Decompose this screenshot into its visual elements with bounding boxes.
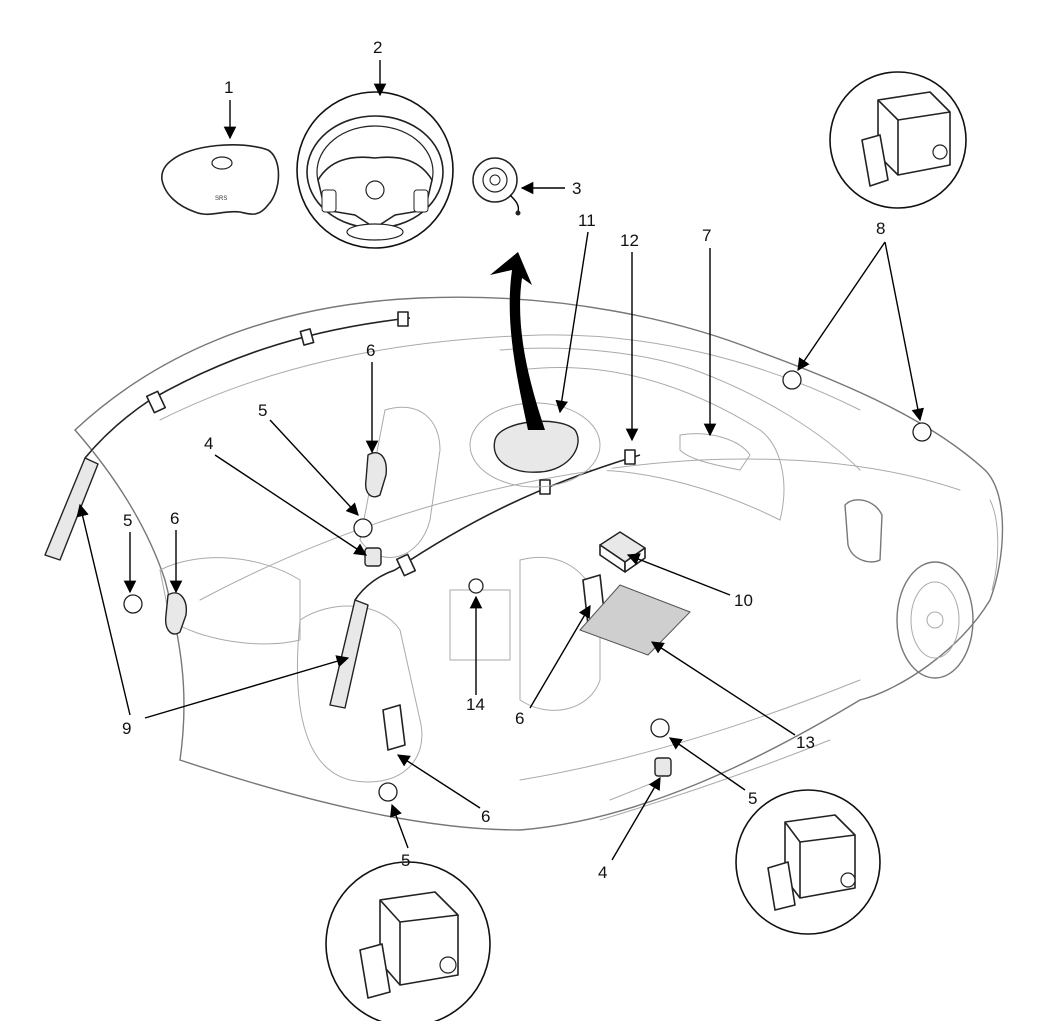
car-body: [74, 296, 1004, 831]
callout-11: 11: [578, 211, 596, 230]
callout-5-upper: 5: [258, 401, 267, 420]
callout-13: 13: [796, 733, 815, 752]
srs-control-module: [599, 531, 646, 573]
clock-spring-icon: [472, 157, 521, 216]
svg-text:SRS: SRS: [215, 196, 227, 202]
curtain-airbag-right: [329, 449, 641, 709]
steering-wheel-icon: [296, 91, 454, 249]
crash-sensor-icon: [325, 861, 491, 1021]
callout-2: 2: [373, 38, 382, 57]
callout-10: 10: [734, 591, 753, 610]
occupant-detection-mat: [579, 584, 691, 656]
crash-sensor-icon: [735, 789, 881, 935]
callout-5-rear: 5: [123, 511, 132, 530]
callout-5-bottom: 5: [401, 851, 410, 870]
callout-4-lower: 4: [598, 863, 607, 882]
callout-7: 7: [702, 226, 711, 245]
callout-5-right: 5: [748, 789, 757, 808]
callout-8: 8: [876, 219, 885, 238]
callout-6-rear: 6: [170, 509, 179, 528]
callout-12: 12: [620, 231, 639, 250]
callout-6-upper: 6: [366, 341, 375, 360]
curved-arrow-icon: [490, 252, 545, 430]
passenger-airbag: [679, 433, 751, 471]
callout-1: 1: [224, 78, 233, 97]
crash-sensor-icon: [829, 71, 967, 209]
callout-4-upper: 4: [204, 434, 213, 453]
callout-9: 9: [122, 719, 131, 738]
side-impact-sensors: [364, 547, 672, 801]
sensor-location-markers: [123, 370, 932, 802]
curtain-airbag-left: [44, 311, 411, 561]
leader-lines: [76, 60, 924, 861]
callout-labels: 1 2 3 8 7 12 11 6 5 4 6 5 9 14 10 6 13 6…: [122, 38, 885, 882]
callout-3: 3: [572, 179, 581, 198]
callout-14: 14: [466, 695, 485, 714]
steering-pad-icon: SRS: [161, 144, 280, 216]
callout-6-center: 6: [515, 709, 524, 728]
callout-6-front: 6: [481, 807, 490, 826]
